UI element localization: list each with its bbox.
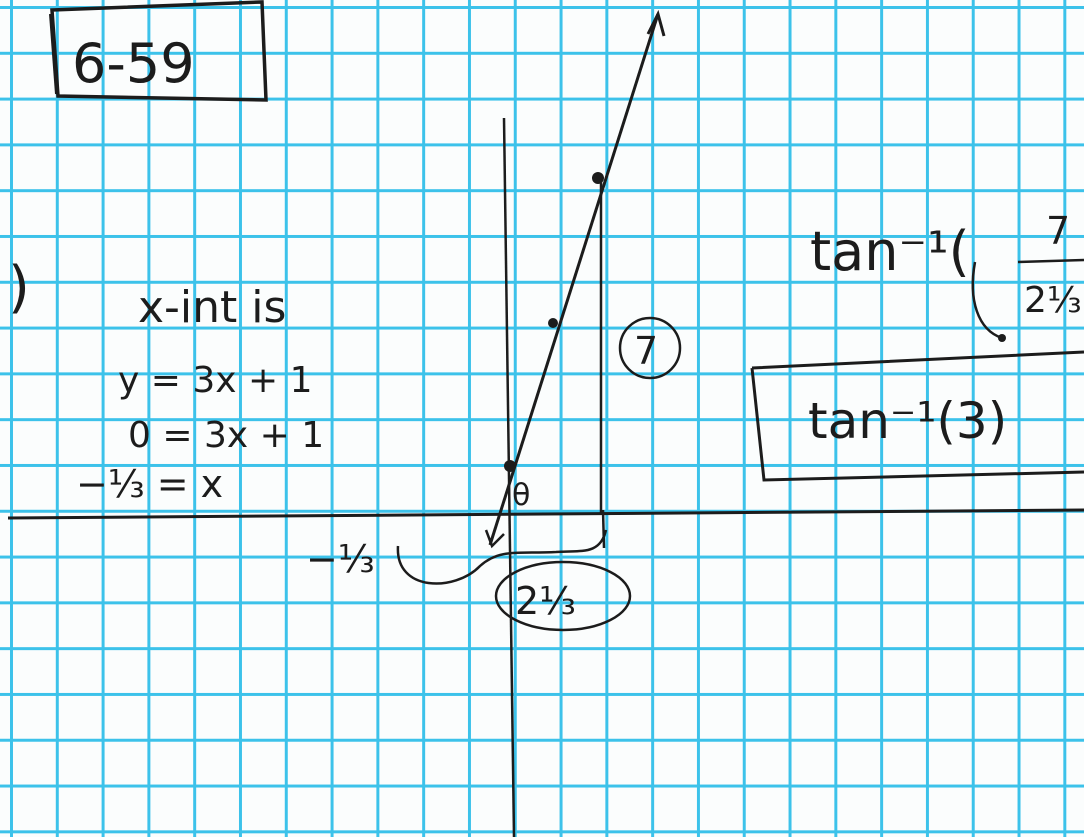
result-box	[750, 350, 1084, 482]
work-line-3: 0 = 3x + 1	[128, 415, 324, 456]
x-axis	[7, 508, 1084, 520]
graph-line	[488, 13, 660, 546]
brace-tick	[601, 509, 606, 549]
arrow-dot	[998, 334, 1006, 342]
point	[548, 318, 558, 328]
work-line-1: x-int is	[138, 282, 286, 333]
problem-number: 6-59	[72, 32, 195, 95]
tan-expression: tan⁻¹(	[810, 220, 970, 283]
fraction-bar	[1017, 258, 1084, 264]
point	[504, 460, 516, 472]
arrow-head-icon	[646, 9, 666, 37]
run-label: 2⅓	[515, 579, 576, 623]
tan-result: tan⁻¹(3)	[808, 392, 1007, 450]
theta-label: θ	[512, 478, 530, 513]
rise-circle	[618, 316, 682, 380]
y-axis	[502, 117, 516, 837]
work-line-4: −⅓ = x	[76, 462, 223, 506]
work-line-2: y = 3x + 1	[118, 360, 313, 401]
arrow-tail-icon	[484, 529, 505, 549]
problem-number-box	[49, 0, 268, 102]
partial-paren: )	[8, 255, 30, 320]
rise-label: 7	[634, 329, 658, 373]
fraction-numerator: 7	[1046, 209, 1070, 253]
curved-arrow-icon	[971, 261, 1003, 340]
fraction-denominator: 2⅓	[1024, 280, 1082, 321]
run-circle	[494, 560, 632, 632]
run-brace	[396, 529, 608, 585]
x-intercept-label: −⅓	[306, 537, 375, 581]
